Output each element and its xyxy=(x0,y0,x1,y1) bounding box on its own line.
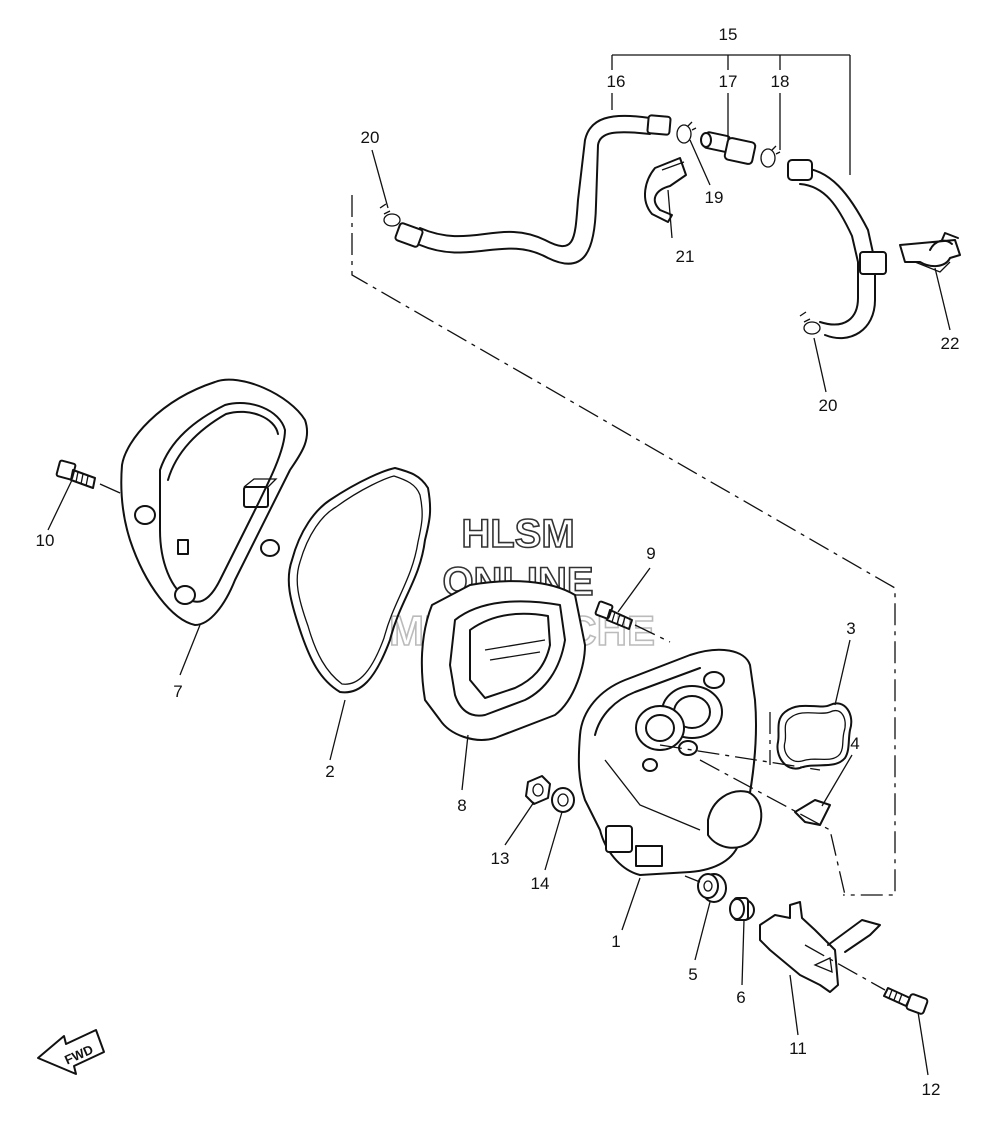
callout-19: 19 xyxy=(705,188,724,207)
callout-17: 17 xyxy=(719,72,738,91)
callout-20a: 20 xyxy=(361,128,380,147)
hose-assembly xyxy=(379,114,887,340)
hose-clip-20a xyxy=(383,213,401,227)
hose-clip-18 xyxy=(760,148,776,168)
callout-5: 5 xyxy=(688,965,697,984)
callout-10: 10 xyxy=(36,531,55,550)
callout-9: 9 xyxy=(646,544,655,563)
bracket-11 xyxy=(759,901,881,993)
clamp-21 xyxy=(644,157,687,223)
hose-left xyxy=(419,114,651,247)
collar-6 xyxy=(729,897,755,921)
gasket-3 xyxy=(776,702,853,770)
callout-11: 11 xyxy=(789,1039,807,1058)
watermark-line-1: HLSM xyxy=(461,512,574,556)
callout-20b: 20 xyxy=(819,396,838,415)
callout-12: 12 xyxy=(922,1080,941,1099)
callout-8: 8 xyxy=(457,796,466,815)
hose-right xyxy=(799,167,876,340)
callout-3: 3 xyxy=(846,619,855,638)
seal-4 xyxy=(794,799,831,826)
screw-10 xyxy=(55,459,96,489)
air-cleaner-case-1 xyxy=(577,648,763,876)
callout-numbers: 15 16 17 18 20 19 21 22 20 10 9 3 7 4 2 … xyxy=(36,25,960,1099)
screw-9 xyxy=(594,600,633,630)
callout-14: 14 xyxy=(531,874,550,893)
grommet-5 xyxy=(697,873,727,903)
callout-13: 13 xyxy=(491,849,510,868)
callout-7: 7 xyxy=(173,682,182,701)
fwd-arrow-icon: FWD xyxy=(37,1029,105,1075)
callout-22: 22 xyxy=(941,334,960,353)
callout-15: 15 xyxy=(719,25,738,44)
hose-clip-19 xyxy=(676,124,692,144)
case-cover-7 xyxy=(120,378,309,626)
callout-2: 2 xyxy=(325,762,334,781)
callout-6: 6 xyxy=(736,988,745,1007)
callout-1: 1 xyxy=(611,932,620,951)
clamp-22 xyxy=(899,232,961,273)
washer-14 xyxy=(551,787,575,813)
leader-lines xyxy=(47,54,951,1076)
assembly-outline xyxy=(351,195,896,896)
callout-21: 21 xyxy=(676,247,695,266)
callout-16: 16 xyxy=(607,72,626,91)
callout-18: 18 xyxy=(771,72,790,91)
bolt-12 xyxy=(883,987,929,1015)
gasket-2 xyxy=(287,467,432,694)
joint-pipe-17 xyxy=(700,131,757,165)
air-filter-element-8 xyxy=(420,580,586,741)
callout-4: 4 xyxy=(850,734,859,753)
hose-clip-20b xyxy=(803,321,821,335)
nut-13 xyxy=(525,775,551,805)
